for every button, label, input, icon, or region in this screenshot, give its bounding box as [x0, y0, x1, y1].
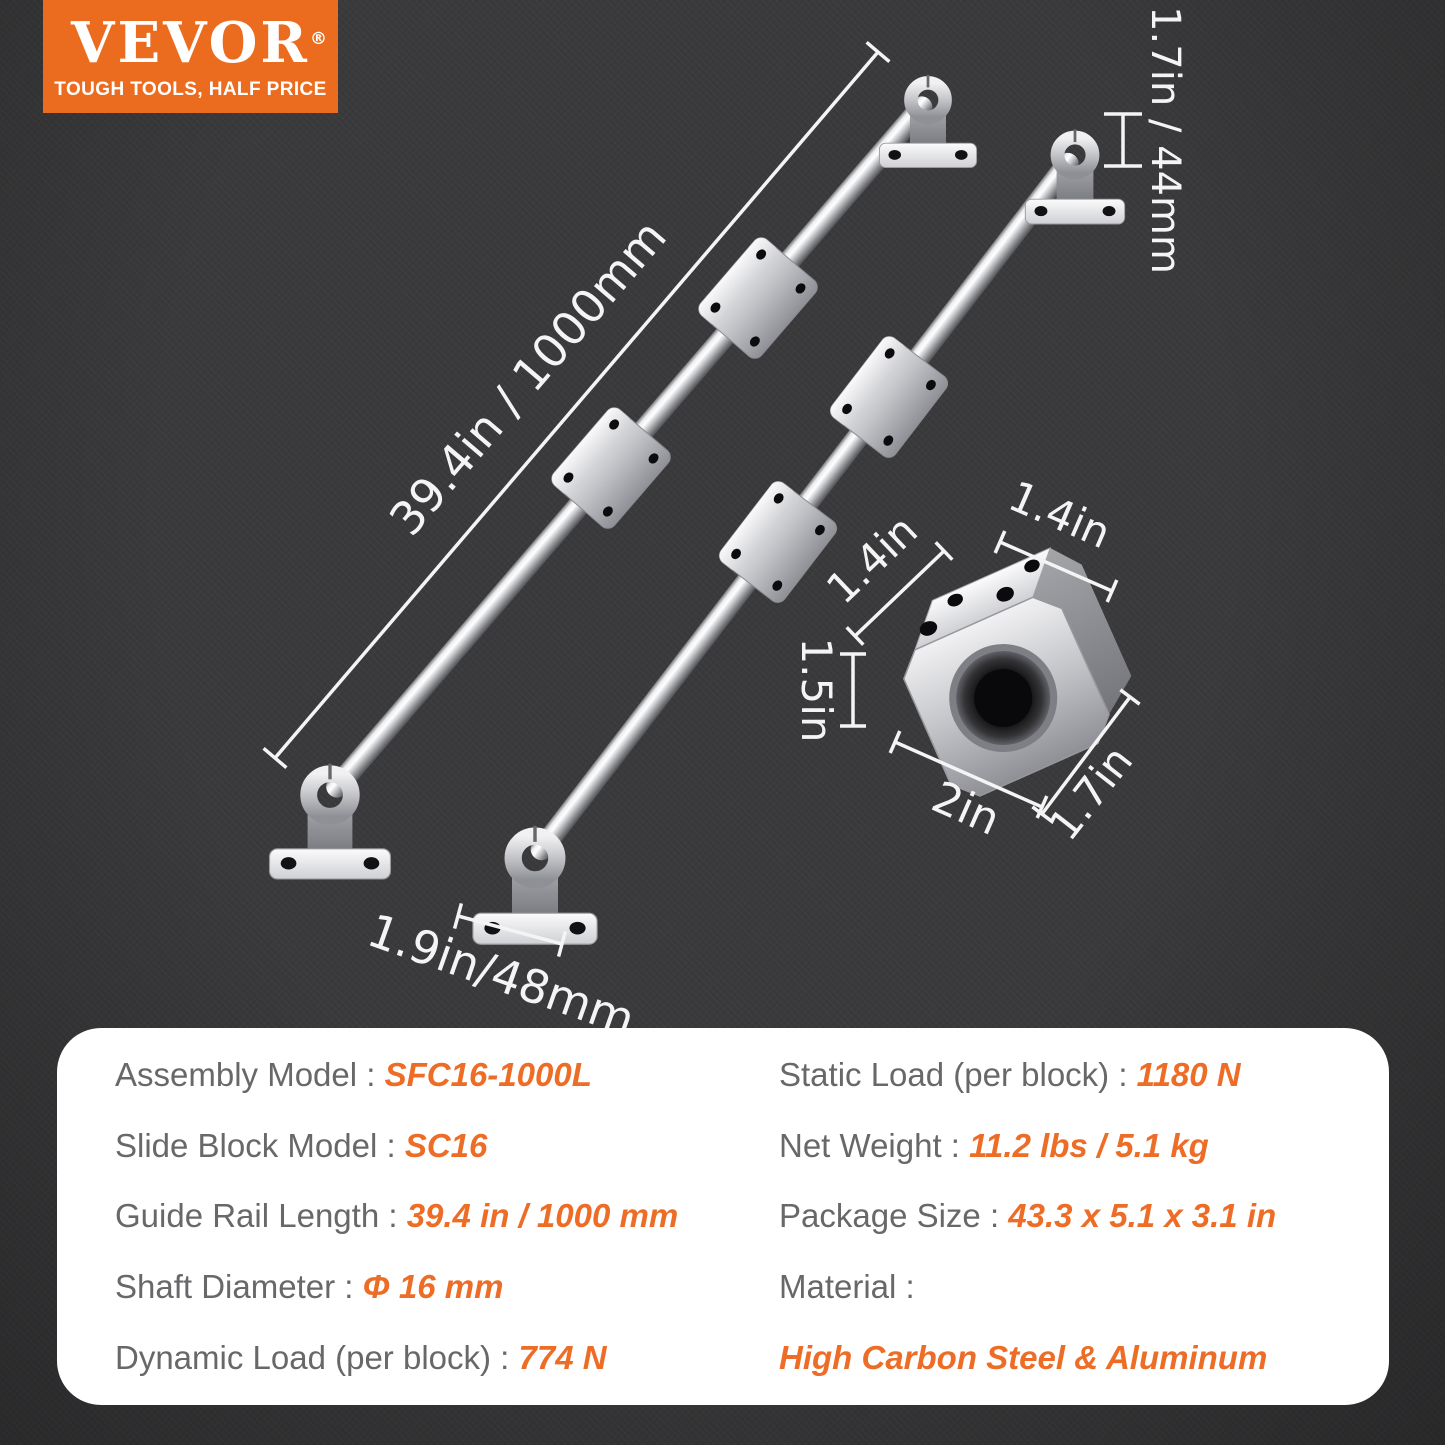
dimension-block-width	[888, 730, 1049, 819]
spec-value: 11.2 lbs / 5.1 kg	[969, 1126, 1209, 1164]
spec-label: Static Load (per block) :	[779, 1056, 1137, 1094]
spec-row-package-size: Package Size : 43.3 x 5.1 x 3.1 in	[779, 1198, 1389, 1234]
spec-row-net-weight: Net Weight : 11.2 lbs / 5.1 kg	[779, 1126, 1389, 1164]
spec-value: SC16	[404, 1126, 488, 1164]
slide-block-rail2-b	[829, 336, 949, 458]
spec-label: Dynamic Load (per block) :	[115, 1338, 519, 1376]
shaft-support-bottom-2	[472, 825, 598, 945]
block-height-label: 1.5in	[792, 637, 841, 742]
spec-row-dynamic-load: Dynamic Load (per block) : 774 N	[115, 1338, 723, 1376]
dimension-block-depth	[1031, 688, 1141, 823]
slide-block-rail2-a	[718, 481, 838, 603]
product-illustration: 39.4in / 1000mm 1.7in / 44mm 1.9in/48mm …	[262, 6, 1188, 1030]
spec-label: Net Weight :	[779, 1126, 970, 1164]
vevor-logo: VEVOR® TOUGH TOOLS, HALF PRICE	[43, 0, 338, 113]
spec-row-static-load: Static Load (per block) : 1180 N	[779, 1057, 1389, 1093]
dimension-rail-length	[262, 40, 891, 770]
spec-row-material-value: High Carbon Steel & Aluminum	[779, 1338, 1389, 1376]
spec-row-shaft-diameter: Shaft Diameter : Φ 16 mm	[115, 1269, 723, 1305]
slide-block-rail1-a	[551, 407, 671, 529]
shaft-support-bottom-1	[268, 763, 392, 880]
spec-panel: Assembly Model : SFC16-1000L Slide Block…	[57, 1028, 1389, 1405]
dimension-block-top-width	[993, 530, 1119, 603]
brand-text: VEVOR	[71, 9, 310, 76]
registered-mark: ®	[309, 28, 330, 49]
spec-value: Φ 16 mm	[362, 1268, 504, 1306]
spec-column-right: Static Load (per block) : 1180 N Net Wei…	[723, 1040, 1389, 1393]
shaft-support-top-2	[1024, 129, 1126, 225]
spec-value: 39.4 in / 1000 mm	[406, 1197, 679, 1235]
dimension-support-base	[452, 902, 568, 958]
dimension-block-height	[840, 652, 866, 728]
spec-value: 1180 N	[1136, 1056, 1241, 1094]
spec-row-slide-block-model: Slide Block Model : SC16	[115, 1126, 723, 1164]
support-height-label: 1.7in / 44mm	[1142, 6, 1188, 274]
spec-label: Slide Block Model :	[115, 1126, 405, 1164]
spec-label: Material :	[779, 1268, 915, 1306]
slide-block-closeup	[902, 547, 1132, 797]
spec-label: Guide Rail Length :	[115, 1197, 407, 1235]
spec-value: 774 N	[518, 1338, 607, 1376]
brand-name: VEVOR®	[71, 15, 327, 71]
dimension-support-height	[1104, 112, 1142, 168]
spec-row-material-label: Material :	[779, 1269, 1389, 1305]
spec-label: Package Size :	[779, 1197, 1009, 1235]
spec-row-assembly-model: Assembly Model : SFC16-1000L	[115, 1057, 723, 1093]
spec-row-guide-rail-length: Guide Rail Length : 39.4 in / 1000 mm	[115, 1198, 723, 1234]
spec-value: 43.3 x 5.1 x 3.1 in	[1008, 1197, 1277, 1235]
spec-column-left: Assembly Model : SFC16-1000L Slide Block…	[57, 1040, 723, 1393]
spec-label: Assembly Model :	[115, 1056, 385, 1094]
spec-label: Shaft Diameter :	[115, 1268, 363, 1306]
shaft-support-top-1	[878, 74, 978, 168]
brand-tagline: TOUGH TOOLS, HALF PRICE	[54, 78, 327, 100]
spec-value: High Carbon Steel & Aluminum	[779, 1338, 1268, 1376]
block-top-width-label: 1.4in	[1002, 471, 1118, 558]
dimension-block-top-depth	[845, 541, 954, 646]
spec-value: SFC16-1000L	[384, 1056, 592, 1094]
slide-block-rail1-b	[698, 237, 818, 359]
